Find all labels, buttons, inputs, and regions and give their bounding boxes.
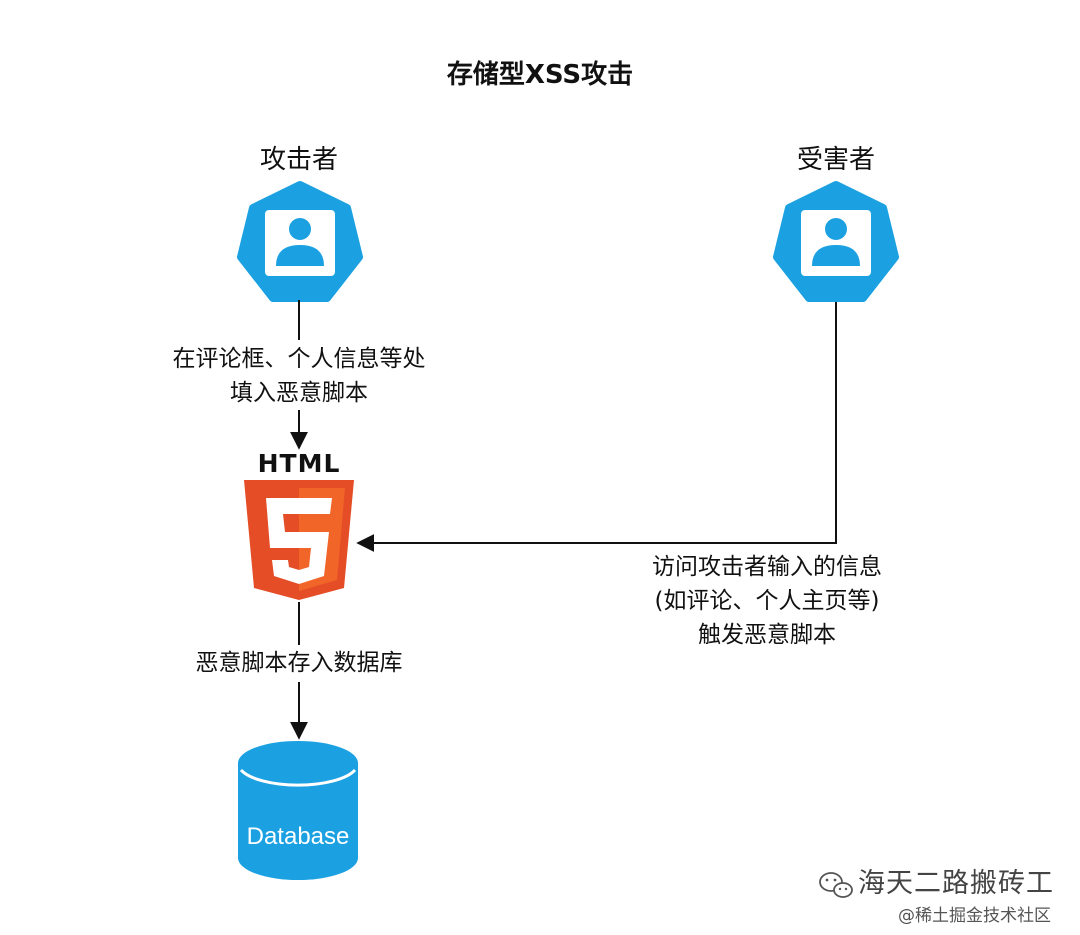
html-label: HTML <box>257 449 341 478</box>
edge-label-line: 填入恶意脚本 <box>230 380 368 406</box>
edge-label-attacker-to-html: 在评论框、个人信息等处 填入恶意脚本 <box>149 342 449 410</box>
victim-label: 受害者 <box>796 145 875 175</box>
attacker-user-icon <box>237 181 363 302</box>
wechat-icon <box>819 872 853 898</box>
edge-label-victim-to-html: 访问攻击者输入的信息 (如评论、个人主页等) 触发恶意脚本 <box>617 550 917 652</box>
edge-label-html-to-database: 恶意脚本存入数据库 <box>149 646 449 680</box>
edge-label-line: 恶意脚本存入数据库 <box>195 650 403 676</box>
html5-shield-icon <box>244 480 354 600</box>
edge-label-line: 触发恶意脚本 <box>698 622 836 648</box>
edge-victim-to-html <box>356 302 837 552</box>
victim-user-icon <box>773 181 899 302</box>
database-cylinder-icon <box>238 741 358 880</box>
attacker-label: 攻击者 <box>259 145 338 175</box>
database-label: Database <box>246 823 350 850</box>
watermark-site: @稀土掘金技术社区 <box>898 906 1051 926</box>
edge-label-line: 访问攻击者输入的信息 <box>652 554 882 580</box>
edge-label-line: 在评论框、个人信息等处 <box>172 346 426 372</box>
watermark-name: 海天二路搬砖工 <box>858 868 1054 899</box>
edge-label-line: (如评论、个人主页等) <box>654 588 880 614</box>
diagram-title: 存储型XSS攻击 <box>446 60 634 90</box>
